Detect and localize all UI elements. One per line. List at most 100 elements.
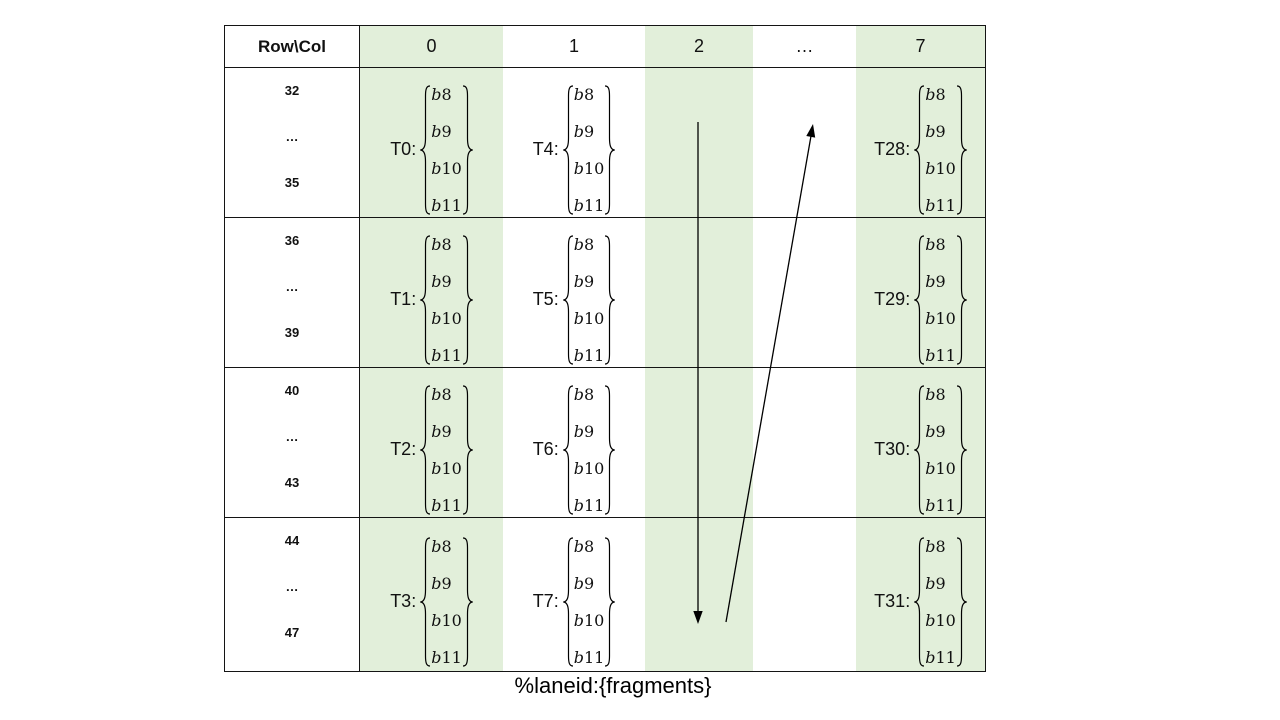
fragment-item: b8 [573,234,595,254]
fragment-item: b9 [573,421,595,441]
fragment-item: b9 [431,421,452,441]
brace-left-icon [914,234,925,365]
row-range-label: 35 [284,175,300,190]
row-range-0: 32…35 [225,68,360,218]
row-range-1: 36…39 [225,218,360,368]
thread-label: T6: [532,439,559,459]
fragment-item: b9 [573,121,595,141]
matrix-cell: T2: b8 b9 b10 b11 [360,368,503,518]
brace-right-icon [462,234,473,365]
fragment-item: b10 [925,308,956,328]
fragment-item: b8 [431,384,452,404]
brace-right-icon [462,384,473,515]
row-range-label: 32 [284,83,300,98]
fragment-item: b9 [431,573,452,593]
brace-left-icon [914,84,925,215]
fragment-item: b11 [925,647,956,667]
thread-label: T30: [874,439,911,459]
fragment-item: b9 [431,121,452,141]
fragment-item: b9 [925,421,946,441]
fragment-item: b11 [573,647,605,667]
row-range-label: 39 [284,325,300,340]
brace-right-icon [956,234,967,365]
thread-label: T2: [390,439,417,459]
matrix-cell [753,218,856,368]
brace-right-icon [956,384,967,515]
brace-right-icon [605,536,616,667]
brace-right-icon [462,536,473,667]
fragment-item: b9 [925,573,946,593]
corner-header: Row\Col [225,26,360,68]
brace-left-icon [562,84,573,215]
fragment-list: b8 b9 b10 b11 [431,385,462,515]
row-range-3: 44…47 [225,518,360,671]
fragment-item: b11 [925,345,956,365]
thread-label: T28: [874,139,911,159]
fragment-item: b11 [431,345,462,365]
fragment-item: b11 [925,195,956,215]
matrix-cell [753,518,856,671]
brace-left-icon [420,234,431,365]
fragment-item: b11 [431,647,462,667]
col-header-2: 2 [645,26,753,68]
brace-left-icon [562,536,573,667]
col-header-1: 1 [503,26,645,68]
fragment-item: b10 [431,308,462,328]
fragment-item: b9 [573,573,595,593]
thread-label: T4: [532,139,559,159]
brace-left-icon [914,384,925,515]
thread-label: T1: [390,289,417,309]
row-range-label: … [285,579,299,594]
fragment-item: b9 [925,121,946,141]
row-range-label: … [285,279,299,294]
row-range-label: 44 [284,533,300,548]
caption: %laneid:{fragments} [514,673,712,698]
fragment-item: b8 [925,84,946,104]
fragment-item: b8 [925,536,946,556]
fragment-item: b8 [431,536,452,556]
fragment-item: b10 [573,610,605,630]
matrix-cell [645,368,753,518]
brace-left-icon [914,536,925,667]
fragment-item: b8 [431,234,452,254]
fragment-item: b8 [573,536,595,556]
fragment-item: b11 [431,495,462,515]
brace-right-icon [605,234,616,365]
brace-right-icon [956,84,967,215]
row-range-label: 40 [284,383,300,398]
fragment-item: b11 [573,495,605,515]
thread-label: T29: [874,289,911,309]
fragment-item: b10 [431,458,462,478]
brace-left-icon [420,536,431,667]
fragment-item: b11 [573,195,605,215]
fragment-item: b8 [573,384,595,404]
fragment-item: b8 [573,84,595,104]
fragment-item: b8 [925,384,946,404]
brace-left-icon [562,384,573,515]
brace-left-icon [420,84,431,215]
fragment-item: b10 [431,158,462,178]
